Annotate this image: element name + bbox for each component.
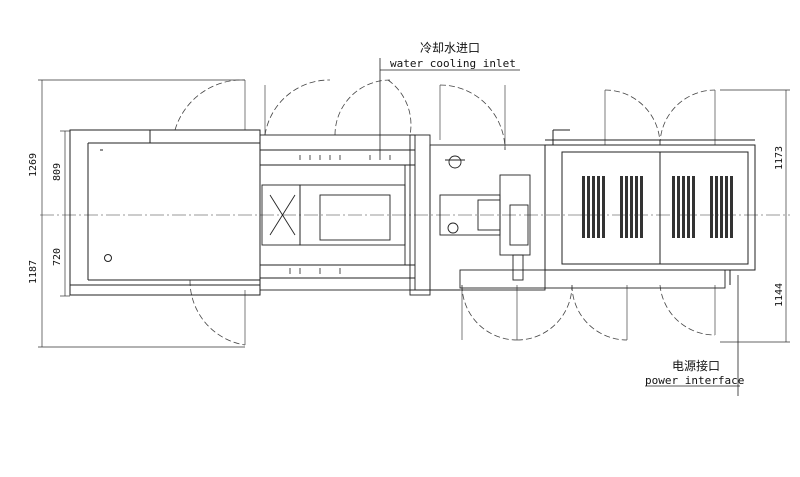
dim-left-inner-bottom: 720 xyxy=(52,248,63,266)
machine-base xyxy=(410,269,726,291)
power-interface-label-en: power interface xyxy=(645,374,744,387)
dim-left-inner-top: 809 xyxy=(52,163,63,181)
water-inlet-label-en: water cooling inlet xyxy=(390,57,516,70)
electrical-cabinet xyxy=(544,129,756,285)
power-interface-label-zh: 电源接口 xyxy=(672,358,720,373)
door-swing-arcs xyxy=(174,79,716,346)
dim-right-top: 1173 xyxy=(774,146,785,170)
frame-rail-details xyxy=(289,155,391,274)
power-interface-leader xyxy=(645,275,740,396)
door-hinge-lines xyxy=(244,80,716,345)
dim-left-overall-top: 1269 xyxy=(28,153,39,177)
water-inlet-leader xyxy=(379,58,520,155)
cabinet-vent-grilles xyxy=(582,176,733,238)
cutting-head-carriage xyxy=(429,144,546,291)
water-inlet-label-zh: 冷却水进口 xyxy=(420,41,480,55)
dim-left-overall-bottom: 1187 xyxy=(28,260,39,284)
dim-right-bottom: 1144 xyxy=(774,283,785,307)
machine-frame xyxy=(259,134,431,296)
loading-table xyxy=(69,129,261,296)
outline-dimension-lines xyxy=(38,79,790,348)
